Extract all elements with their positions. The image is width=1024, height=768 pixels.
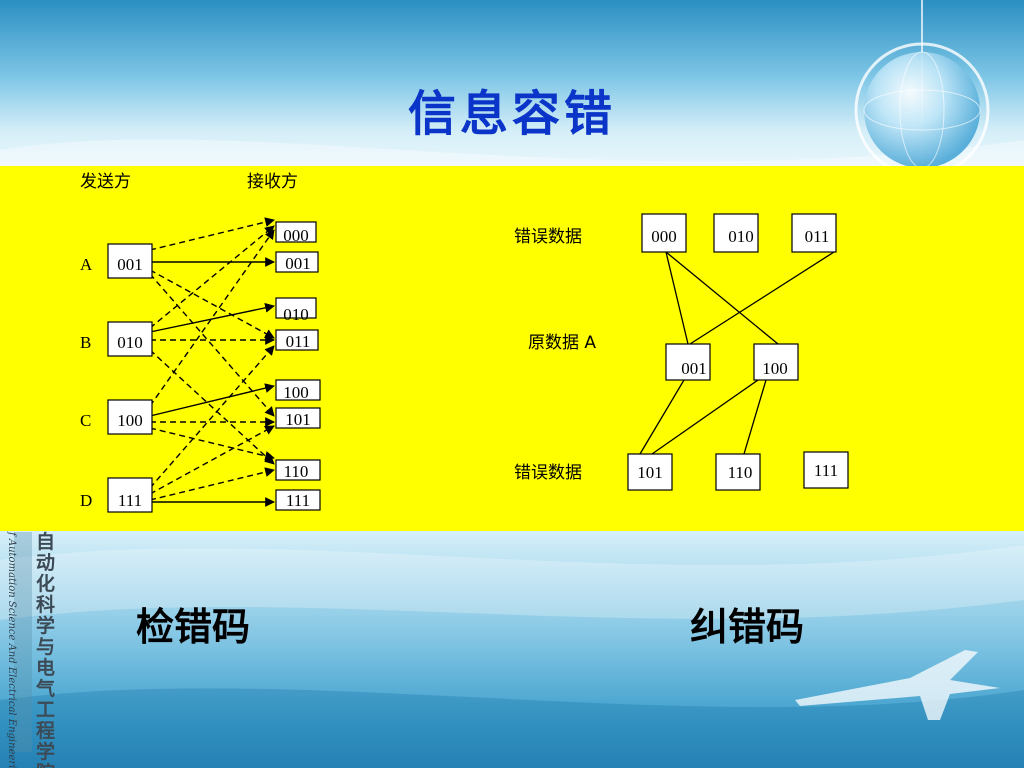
code-text: 001 (681, 359, 707, 378)
code-text: 111 (814, 461, 838, 480)
error-detection-caption: 检错码 (136, 604, 251, 649)
code-text: 110 (728, 463, 753, 482)
sender-letter: A (80, 255, 93, 274)
line-d-110 (149, 467, 275, 501)
receiver-000: 000 (275, 221, 317, 245)
sender-d: D 111 (80, 477, 153, 513)
receiver-111: 111 (275, 489, 321, 511)
sender-letter: B (80, 333, 91, 352)
receiver-110: 110 (275, 459, 321, 481)
sender-a: A 001 (80, 243, 153, 279)
sender-label: 发送方 (80, 172, 131, 192)
line-a-000 (149, 217, 275, 251)
receiver-001: 001 (275, 251, 319, 273)
code-text: 010 (728, 227, 754, 246)
receiver-code: 101 (285, 410, 311, 429)
sender-b: B 010 (80, 321, 153, 357)
jet-icon (795, 650, 1000, 720)
line-d-101 (149, 425, 275, 495)
code-box-000: 000 (641, 213, 687, 253)
receiver-code: 011 (286, 332, 311, 351)
link-100-110 (743, 379, 767, 455)
sender-letter: C (80, 411, 91, 430)
line-a-101 (149, 273, 275, 417)
school-name-english: f Automation Science And Electrical Engi… (6, 532, 17, 768)
error-data-label-bottom: 错误数据 (514, 463, 582, 483)
line-b-010 (149, 303, 275, 333)
receiver-101: 101 (275, 407, 321, 429)
receiver-010: 010 (275, 297, 317, 324)
code-text: 101 (637, 463, 663, 482)
school-name: 自动化科学与电气工程学院 (36, 531, 56, 768)
code-text: 100 (762, 359, 788, 378)
line-d-011 (149, 345, 275, 489)
link-000-001 (665, 251, 689, 345)
sender-code: 010 (117, 333, 143, 352)
code-box-110: 110 (715, 453, 761, 491)
sender-code: 100 (117, 411, 143, 430)
receiver-code: 111 (286, 491, 310, 510)
receiver-011: 011 (275, 329, 319, 351)
receiver-code: 010 (283, 305, 309, 324)
code-box-111: 111 (803, 451, 849, 489)
sender-code: 001 (117, 255, 143, 274)
correction-lines (639, 251, 835, 455)
link-100-101 (651, 379, 759, 455)
diagram-panel (0, 166, 1024, 531)
link-000-100 (665, 251, 779, 345)
sender-letter: D (80, 491, 92, 510)
receiver-label: 接收方 (247, 172, 298, 192)
link-001-101 (639, 379, 685, 455)
transmission-lines (149, 217, 275, 507)
line-c-110 (149, 427, 275, 461)
line-b-000 (149, 225, 275, 329)
line-a-011 (149, 269, 275, 339)
sender-c: C 100 (80, 399, 153, 435)
code-text: 011 (805, 227, 830, 246)
code-box-101: 101 (627, 453, 673, 491)
code-box-100: 100 (753, 343, 799, 381)
slide-title: 信息容错 (407, 86, 616, 142)
receiver-code: 110 (284, 462, 309, 481)
error-data-label-top: 错误数据 (514, 227, 582, 247)
receiver-code: 001 (285, 254, 311, 273)
link-011-001 (689, 251, 835, 345)
line-c-100 (149, 383, 275, 417)
receiver-code: 000 (283, 226, 309, 245)
code-box-001: 001 (665, 343, 711, 381)
error-correction-caption: 纠错码 (690, 604, 805, 649)
error-codes-diagram: 发送方 接收方 A 001 B 010 C 100 (80, 172, 849, 513)
code-box-011: 011 (791, 213, 837, 253)
original-data-label: 原数据 A (528, 333, 596, 353)
code-text: 000 (651, 227, 677, 246)
line-b-110 (149, 349, 275, 465)
receiver-100: 100 (275, 379, 321, 402)
line-c-000 (149, 229, 275, 407)
code-box-010: 010 (713, 213, 759, 253)
sender-code: 111 (118, 491, 142, 510)
receiver-code: 100 (283, 383, 309, 402)
